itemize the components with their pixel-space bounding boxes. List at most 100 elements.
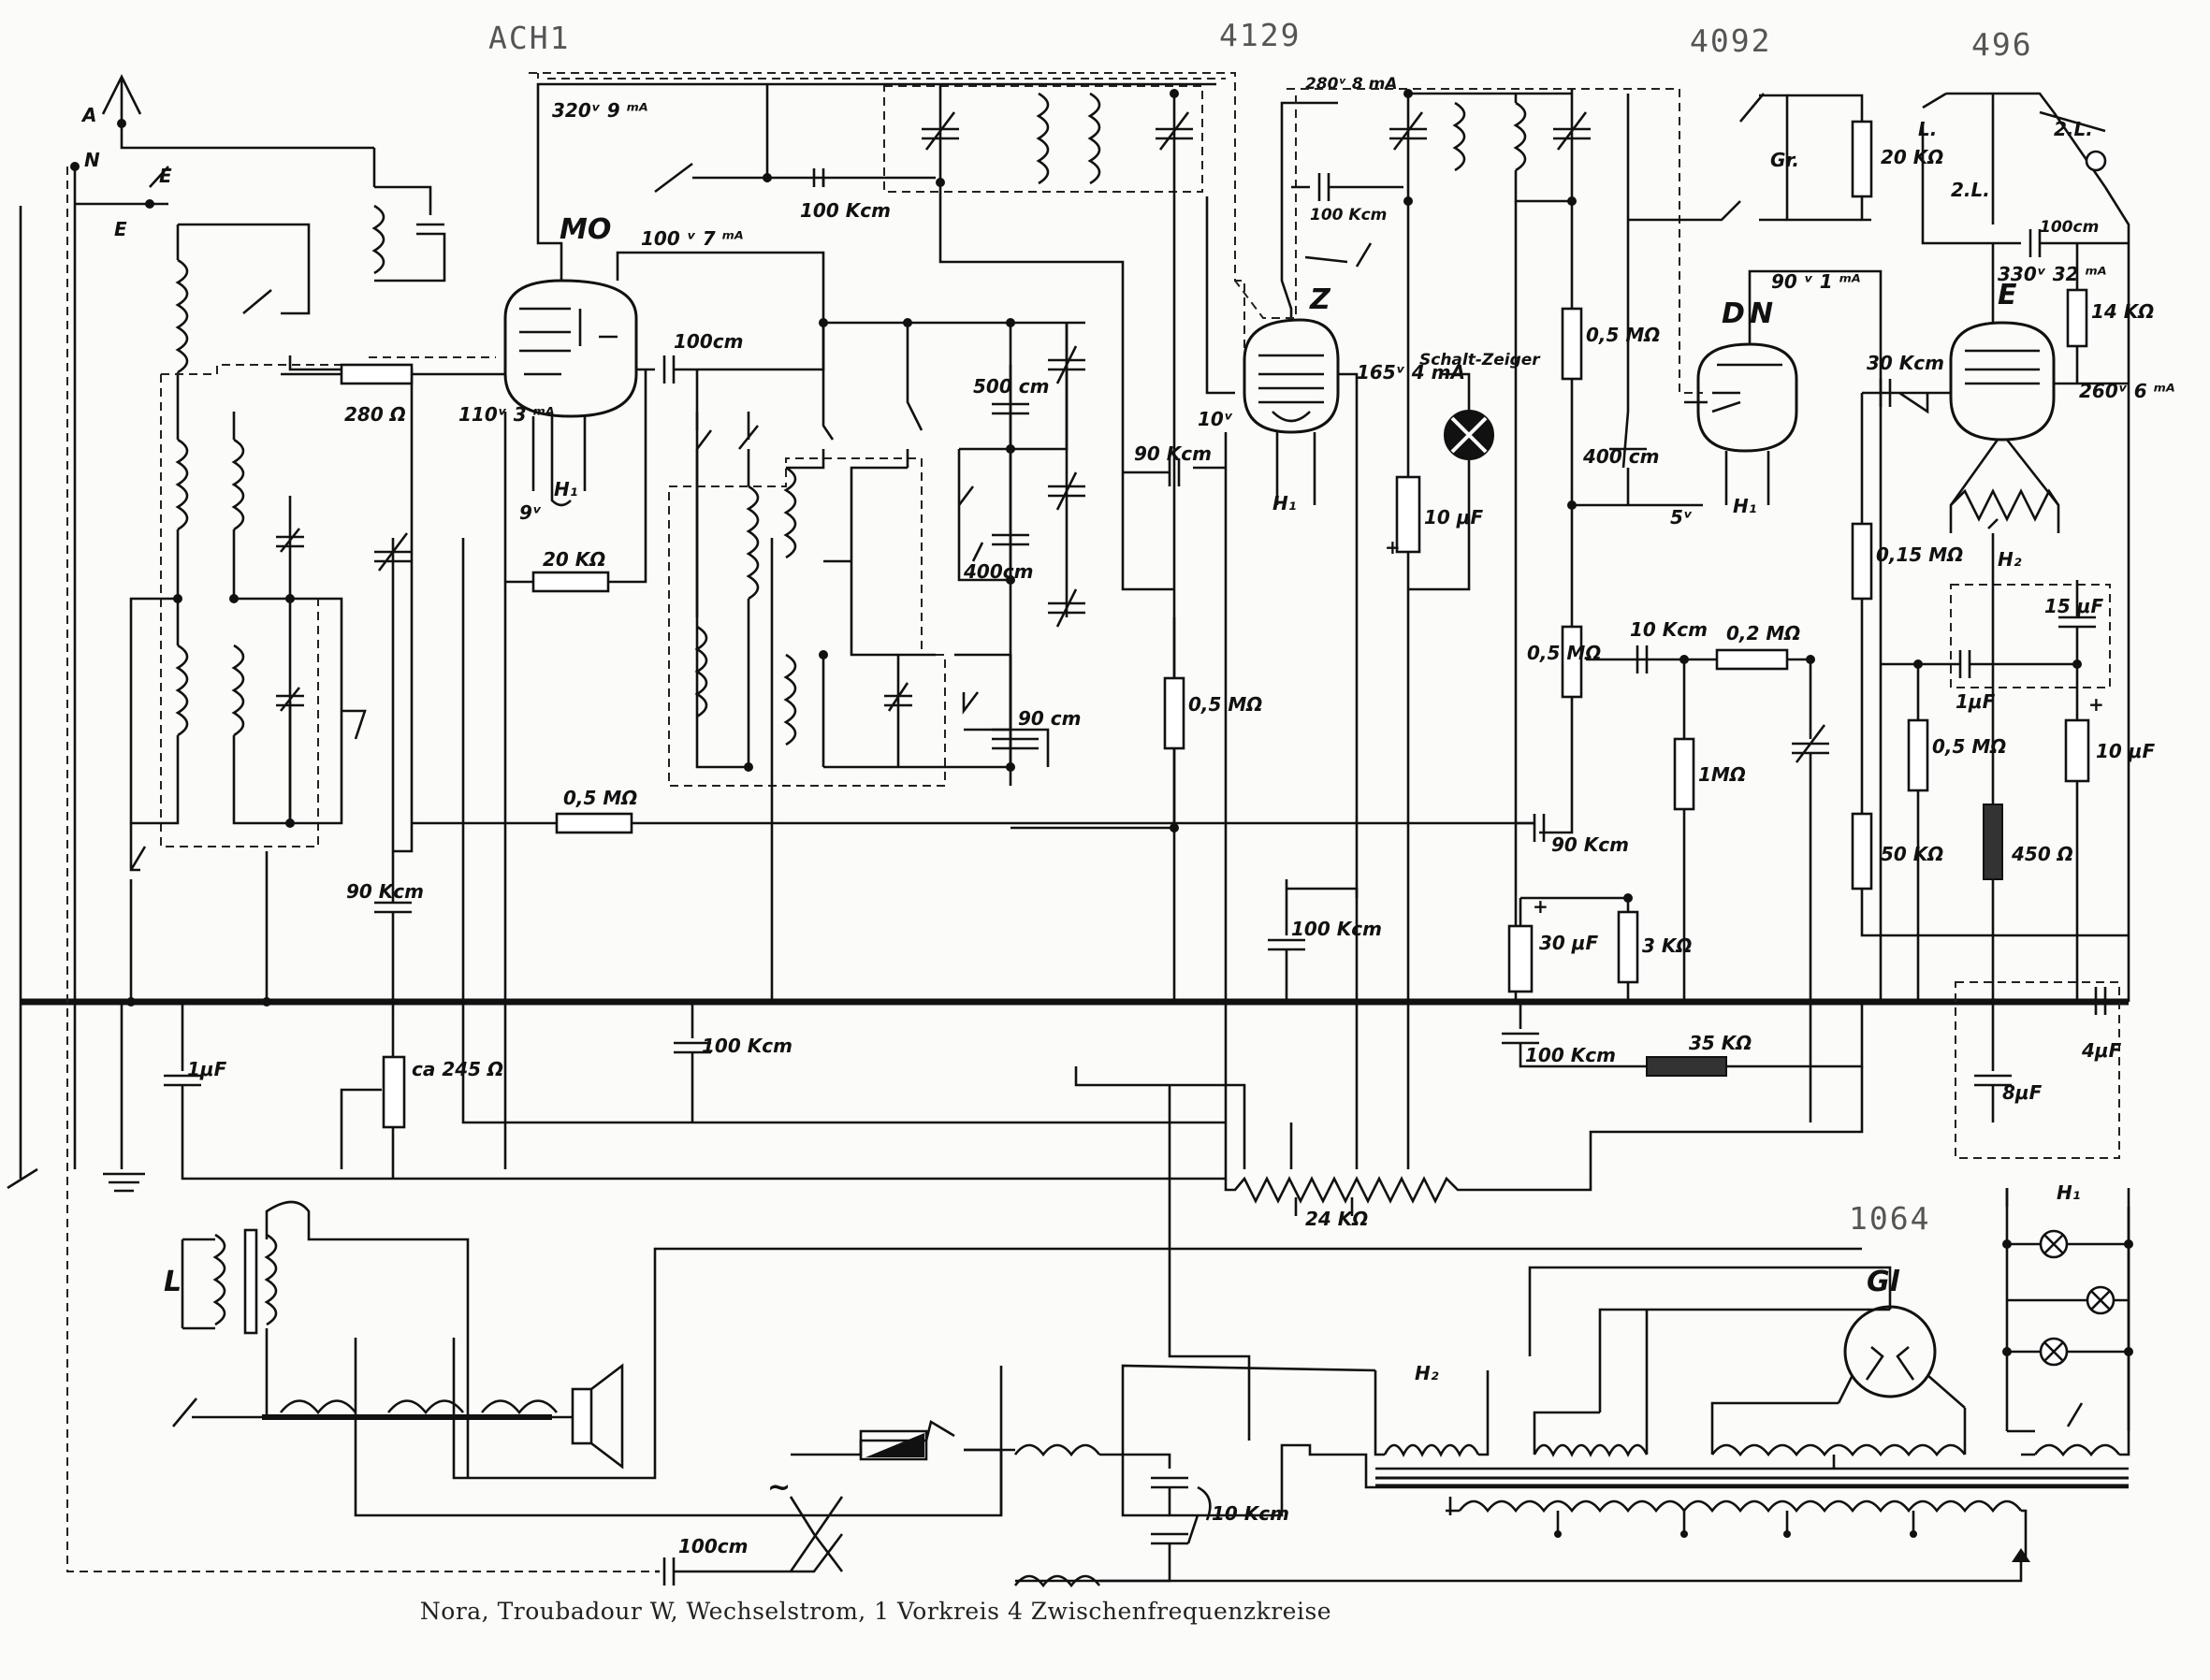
label-c-100cm-e: 100cm [2040,218,2099,237]
bias-network [164,538,1226,1180]
label-r-450: 450 Ω [2011,843,2073,865]
label-c-100kcm-bus: 100 Kcm [1525,1044,1616,1066]
diagram-caption: Nora, Troubadour W, Wechselstrom, 1 Vork… [0,1598,2210,1625]
resistor-24k [1074,589,1864,1216]
tube-dn [1684,269,1883,1002]
if-transformer-1 [654,84,1235,1002]
tube-label-496: 496 [1971,26,2033,63]
tube-mo [503,82,1216,1169]
capacitor-variable-mid [1792,659,1829,1122]
rectifier-tube-gl [1528,1266,1966,1412]
label-c-500cm: 500 cm [973,375,1049,398]
label-c-30kcm: 30 Kcm [1867,352,1944,374]
heater-label-lamps: H₁ [2057,1181,2081,1204]
label-r-245: ca 245 Ω [412,1058,503,1080]
label-r-05m-top: 0,5 MΩ [1586,324,1660,346]
label-r-05m-pot: 0,5 MΩ [1527,642,1601,664]
voltage-z-cathode: 10ᵛ [1198,408,1233,430]
preselector-coils [126,148,496,1007]
tube-label-4129: 4129 [1219,17,1301,53]
voltage-mo-anode: 320ᵛ 9 ᵐᴬ [552,99,648,122]
antenna-label-n: N [84,149,100,171]
if-transformer-2 [1291,89,1647,1002]
gr-switch [1628,93,1873,222]
label-r-24k: 24 KΩ [1305,1208,1368,1230]
heater-label-h2-tr: H₂ [1415,1362,1439,1384]
label-c-100kcm-mid: 100 Kcm [1291,918,1382,940]
plus-sign-1: + [1385,536,1401,558]
tube-symbol-d: D [1722,297,1745,330]
resistor-05m-z [1010,617,1185,833]
resistor-20k-mo [505,369,647,593]
label-c-10uf-z: 10 μF [1424,506,1484,529]
label-schalt-zeiger: Schalt-Zeiger [1419,351,1541,369]
tube-label-ach1: ACH1 [488,20,570,56]
antenna-label-e: E [159,165,172,187]
shield-mo-inner [537,73,1226,80]
oscillator-section [668,318,1085,787]
label-c-100kcm-low: 100 Kcm [702,1035,792,1057]
label-r-20k-gr: 20 KΩ [1881,146,1943,168]
earth-label-e: E [114,218,127,240]
output-switching [1921,92,2130,1002]
voltage-mo-heater: 9ᵛ [519,501,542,524]
resistor-280 [281,363,505,385]
antenna-input [7,74,655,1572]
voltage-z-screen: 165ᵛ 4 mA [1357,361,1465,384]
heater-label-dn: H₁ [1733,495,1757,517]
label-r-3k: 3 KΩ [1642,934,1692,957]
label-c-10uf-e: 10 μF [2096,740,2156,762]
label-c-90kcm-b: 90 Kcm [1551,833,1629,856]
shield-z-inner [1234,95,1297,319]
label-c-4uf: 4μF [2081,1039,2122,1062]
tube-symbol-z: Z [1309,283,1331,316]
label-c-10kcm: 10 Kcm [1630,618,1708,641]
label-r-1m: 1MΩ [1698,763,1746,786]
voltage-mo-screen: 100 ᵛ 7 ᵐᴬ [641,227,744,250]
voltage-dn-anode: 90 ᵛ 1 ᵐᴬ [1771,270,1861,293]
tube-symbol-gl: Gl [1867,1266,1900,1298]
label-r-05m-z: 0,5 MΩ [1188,693,1262,716]
tube-symbol-e: E [1998,279,2017,311]
label-r-14k: 14 KΩ [2091,300,2154,323]
label-c-10kcm-mains: 10 Kcm [1212,1502,1289,1525]
label-2l-out: 2.L. [2054,118,2093,140]
label-c-30uf: 30 μF [1539,932,1599,954]
label-r-05m-mid: 0,5 MΩ [563,787,637,809]
heater-label-h2-e: H₂ [1998,548,2022,571]
tube-symbol-n: N [1750,297,1773,330]
power-supply [655,1085,2129,1588]
plus-sign-2: + [1533,895,1548,918]
label-c-90kcm-a: 90 Kcm [346,880,424,903]
capacitor-90kcm-a [374,532,412,1057]
tube-e [1890,243,2129,580]
heater-label-mo: H₁ [554,478,578,500]
label-c-1uf-l: 1μF [187,1058,227,1080]
caption-text: Nora, Troubadour W, Wechselstrom, 1 Vork… [419,1598,1332,1625]
label-gr: Gr. [1770,149,1799,171]
label-c-100cm-mo: 100cm [674,330,743,353]
label-speaker-l: L [164,1266,182,1298]
lamp-feed [1121,1364,1376,1403]
label-r-50k: 50 KΩ [1881,843,1943,865]
label-r-280: 280 Ω [344,403,406,426]
tube-z [1123,101,1359,898]
resistor-05m-mid [412,812,1546,842]
label-c-8uf: 8μF [2002,1081,2043,1104]
voltage-dn-cathode: 5ᵛ [1670,506,1693,529]
output-components [1851,379,2129,1002]
label-c-100cm-bottom: 100cm [678,1535,748,1557]
dial-lamps [2002,1188,2133,1433]
label-c-1uf-e: 1μF [1956,690,1996,713]
label-l-out: L. [1918,118,1937,140]
volume-control [1539,505,1815,1002]
heater-label-z: H₁ [1272,492,1297,514]
cathode-network [1268,879,1864,1077]
voltage-mo-grid: 110ᵛ 3 ᵐᴬ [458,403,555,426]
plus-sign-3: + [2088,693,2104,716]
label-r-015m: 0,15 MΩ [1876,543,1963,566]
antenna-label-a: A [80,104,96,126]
label-c-15uf: 15 μF [2044,595,2104,617]
tube-label-1064: 1064 [1849,1200,1930,1237]
